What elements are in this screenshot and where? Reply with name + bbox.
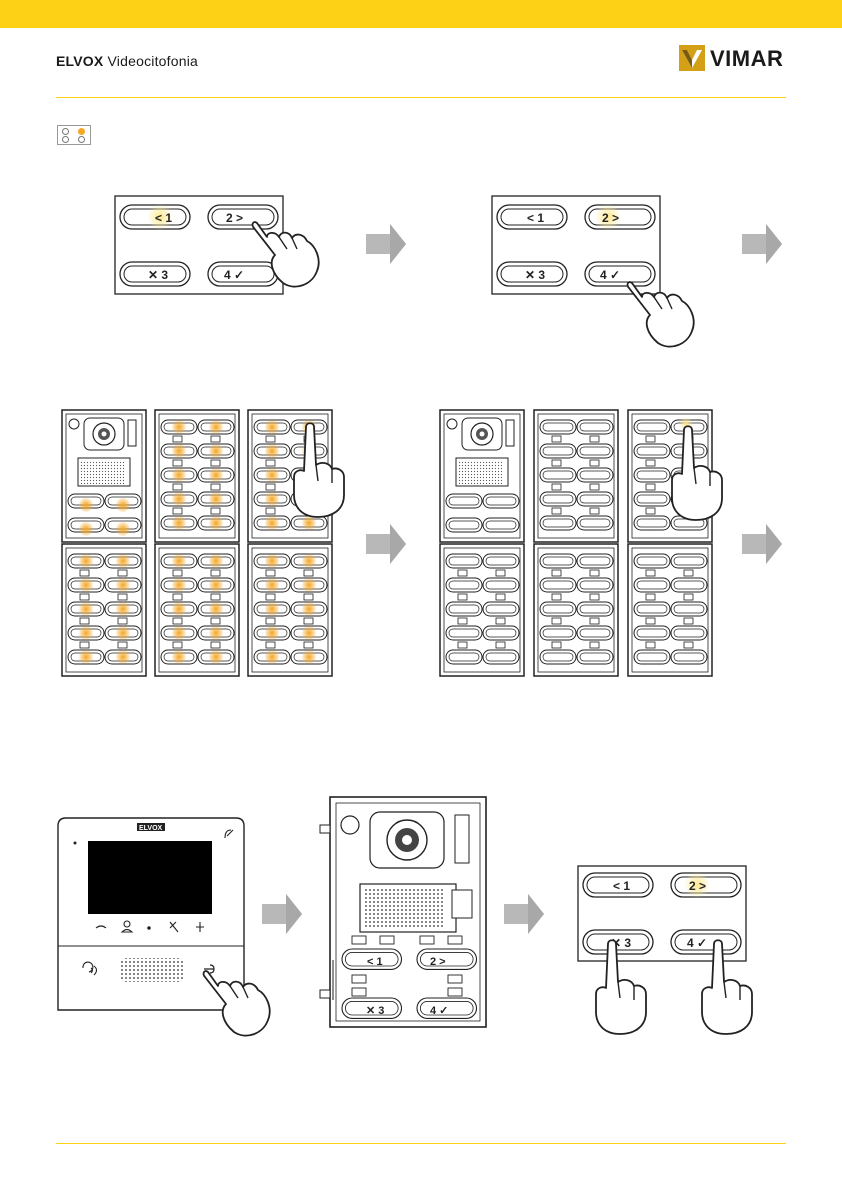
arrow-step-icon	[742, 224, 782, 264]
svg-text:✕ 3: ✕ 3	[366, 1005, 384, 1017]
monitor-logo: ELVOX	[139, 825, 163, 832]
svg-text:< 1: < 1	[367, 956, 383, 968]
svg-text:2 >: 2 >	[602, 211, 619, 225]
svg-text:✕ 3: ✕ 3	[148, 268, 168, 282]
arrow-step-icon	[366, 524, 406, 564]
indoor-monitor: ELVOX	[58, 818, 270, 1036]
arrow-step-icon	[742, 524, 782, 564]
arrow-step-icon	[504, 894, 544, 934]
svg-text:4 ✓: 4 ✓	[224, 268, 244, 282]
svg-text:2 >: 2 >	[430, 956, 446, 968]
svg-text:4 ✓: 4 ✓	[687, 936, 707, 950]
svg-text:4 ✓: 4 ✓	[430, 1005, 448, 1017]
svg-text:✕ 3: ✕ 3	[525, 268, 545, 282]
keypad-panel-step2: < 1 2 > ✕ 3 4 ✓	[492, 196, 694, 347]
svg-text:2 >: 2 >	[226, 211, 243, 225]
svg-text:< 1: < 1	[613, 879, 630, 893]
arrow-step-icon	[262, 894, 302, 934]
svg-text:2 >: 2 >	[689, 879, 706, 893]
svg-text:4 ✓: 4 ✓	[600, 268, 620, 282]
svg-text:< 1: < 1	[527, 211, 544, 225]
arrow-step-icon	[366, 224, 406, 264]
svg-text:< 1: < 1	[155, 211, 172, 225]
panel-grid-single-led	[440, 410, 722, 676]
keypad-panel-step3: < 1 2 > ✕ 3 4 ✓	[578, 866, 752, 1034]
panel-grid-all-leds	[62, 410, 344, 676]
keypad-panel-step1: < 1 2 > ✕ 3 4 ✓	[115, 196, 319, 294]
outdoor-station: < 1 2 > ✕ 3 4 ✓	[320, 797, 486, 1027]
